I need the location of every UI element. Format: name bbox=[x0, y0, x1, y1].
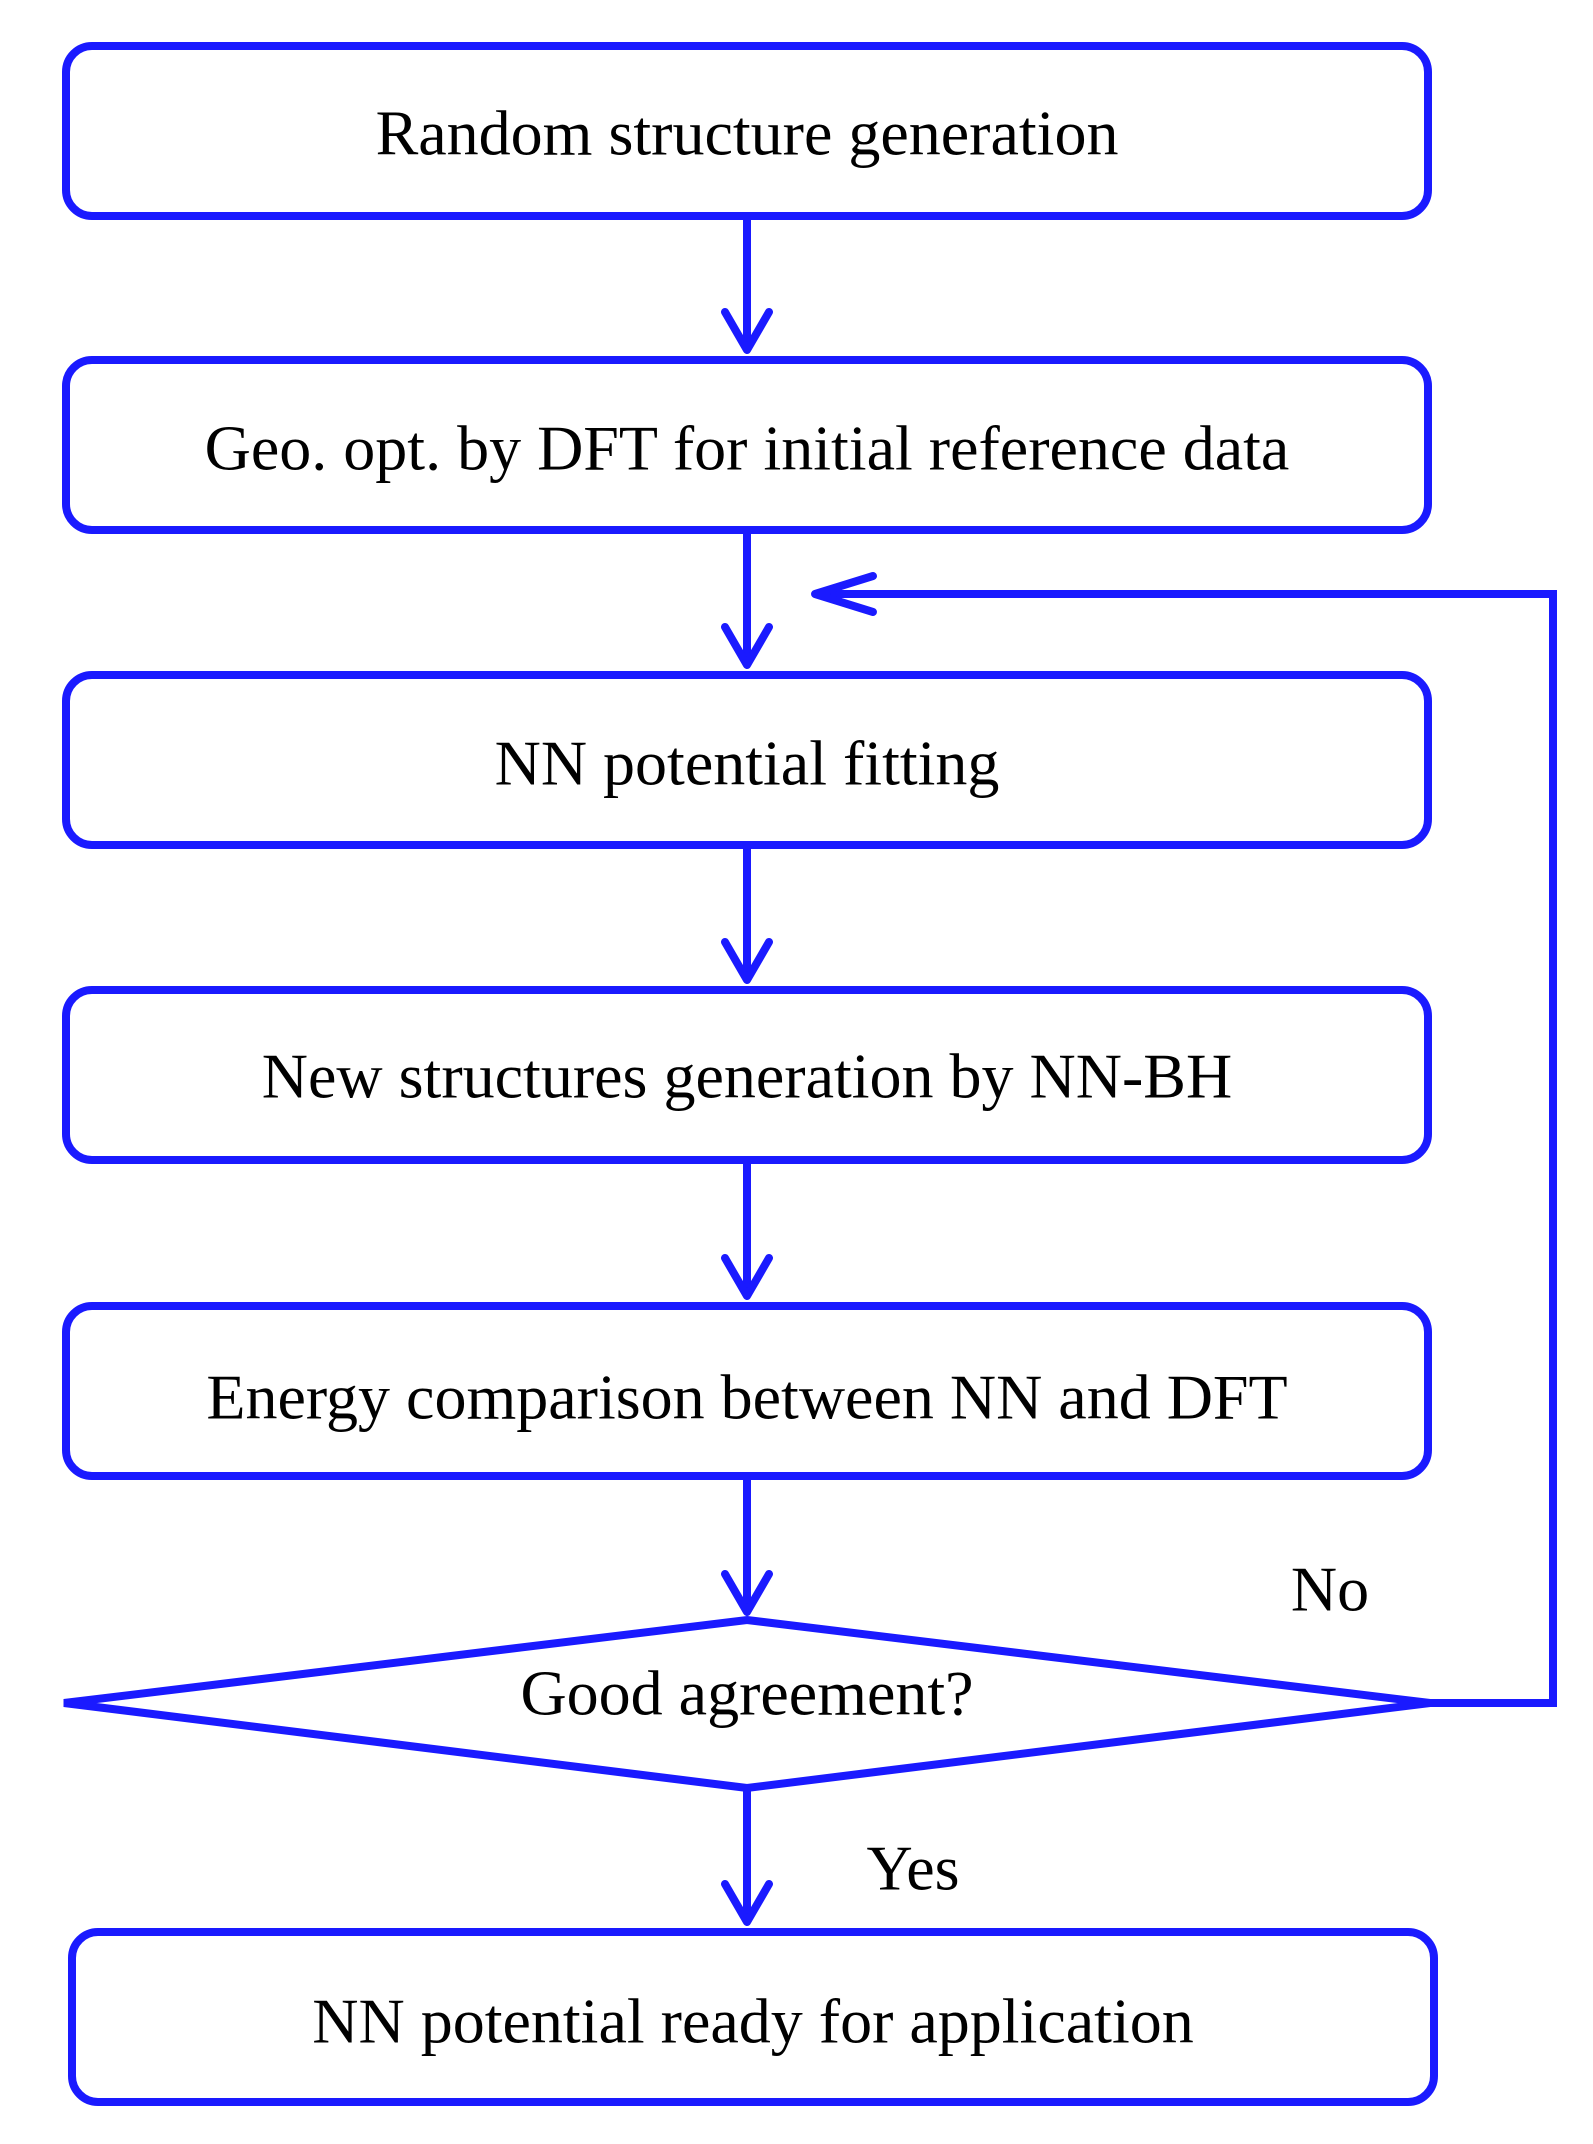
step-nn-potential-ready: NN potential ready for application bbox=[68, 1928, 1438, 2106]
step-label-random: Random structure generation bbox=[376, 98, 1119, 169]
step-box-energy bbox=[62, 1302, 1432, 1480]
step-label-energy: Energy comparison between NN and DFT bbox=[206, 1362, 1287, 1433]
step-label-geo: Geo. opt. by DFT for initial reference d… bbox=[205, 413, 1290, 484]
arrow-decision-to-ready bbox=[721, 1790, 773, 1926]
arrow-fit-to-newgen bbox=[721, 847, 773, 984]
decision-diamond bbox=[63, 1615, 1431, 1793]
step-label-newgen: New structures generation by NN-BH bbox=[262, 1041, 1232, 1112]
branch-label-yes: Yes bbox=[866, 1833, 959, 1904]
arrow-geo-to-fit bbox=[721, 532, 773, 669]
branch-label-no: No bbox=[1291, 1554, 1369, 1625]
step-new-structures-generation: New structures generation by NN-BH bbox=[62, 986, 1432, 1164]
step-energy-comparison: Energy comparison between NN and DFT bbox=[62, 1302, 1432, 1480]
step-box-fit bbox=[62, 671, 1432, 849]
arrow-newgen-to-energy bbox=[721, 1162, 773, 1300]
step-box-newgen bbox=[62, 986, 1432, 1164]
step-label-fit: NN potential fitting bbox=[495, 728, 1000, 799]
step-random-structure-generation: Random structure generation bbox=[62, 42, 1432, 220]
step-box-random bbox=[62, 42, 1432, 220]
decision-label: Good agreement? bbox=[520, 1658, 973, 1729]
decision-good-agreement: Good agreement? bbox=[63, 1615, 1431, 1793]
step-box-ready bbox=[68, 1928, 1438, 2106]
step-box-geo bbox=[62, 356, 1432, 534]
arrow-energy-to-decision bbox=[721, 1478, 773, 1616]
step-geo-opt-dft: Geo. opt. by DFT for initial reference d… bbox=[62, 356, 1432, 534]
feedback-loop-arrow bbox=[811, 572, 1557, 1707]
step-label-ready: NN potential ready for application bbox=[312, 1986, 1193, 2057]
arrow-random-to-geo bbox=[721, 218, 773, 354]
step-nn-potential-fitting: NN potential fitting bbox=[62, 671, 1432, 849]
